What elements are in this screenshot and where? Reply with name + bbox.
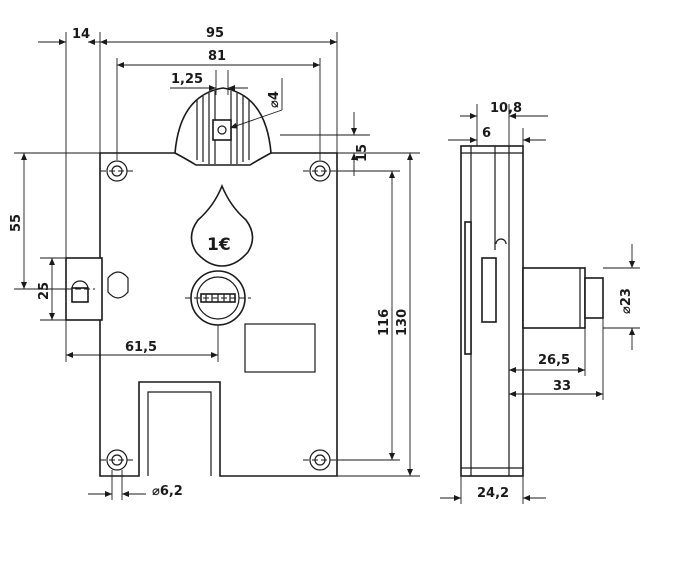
- latch-hole-slot: [71, 287, 89, 303]
- dim-1-25: 1,25: [171, 72, 203, 87]
- lock-body-outline: [99, 152, 338, 477]
- bottom-slot-outline: [147, 391, 212, 476]
- dim-14: 14: [72, 27, 90, 42]
- dim-55: 55: [9, 214, 24, 232]
- dim-33: 33: [553, 379, 571, 394]
- bolt-notch: [107, 271, 129, 299]
- front-dimension-lines: [14, 32, 420, 500]
- side-view: 10,8 6 ⌀23 26,5 33 24,2: [440, 101, 640, 504]
- dim-81: 81: [208, 49, 226, 64]
- center-marks: [66, 170, 337, 461]
- label-window: [244, 323, 316, 373]
- cam-pin-hole: [217, 125, 227, 135]
- side-slot: [481, 257, 497, 323]
- side-pin: [495, 238, 507, 245]
- dim-dia-4: ⌀4: [267, 91, 282, 108]
- dim-24-2: 24,2: [477, 486, 509, 501]
- dim-130: 130: [395, 309, 410, 336]
- cam-ribs: [196, 91, 250, 164]
- dim-116: 116: [377, 309, 392, 336]
- side-cylinder-body: [522, 267, 586, 329]
- dim-6: 6: [482, 126, 491, 141]
- side-dimension-lines: [440, 104, 640, 504]
- dim-25: 25: [37, 282, 52, 300]
- dim-95: 95: [206, 26, 224, 41]
- side-cylinder-cap: [584, 277, 604, 319]
- dim-61-5: 61,5: [125, 340, 157, 355]
- coin-label: 1€: [207, 235, 231, 255]
- cam-center-block: [212, 119, 232, 141]
- side-bolt-strip: [464, 221, 472, 355]
- dim-26-5: 26,5: [538, 353, 570, 368]
- coin-slot-drop: [190, 183, 254, 267]
- dim-10-8: 10,8: [490, 101, 522, 116]
- dim-15: 15: [355, 144, 370, 162]
- dim-dia-6-2: ⌀6,2: [152, 484, 183, 499]
- dim-dia-23: ⌀23: [619, 288, 634, 314]
- front-view: 1€: [9, 26, 420, 500]
